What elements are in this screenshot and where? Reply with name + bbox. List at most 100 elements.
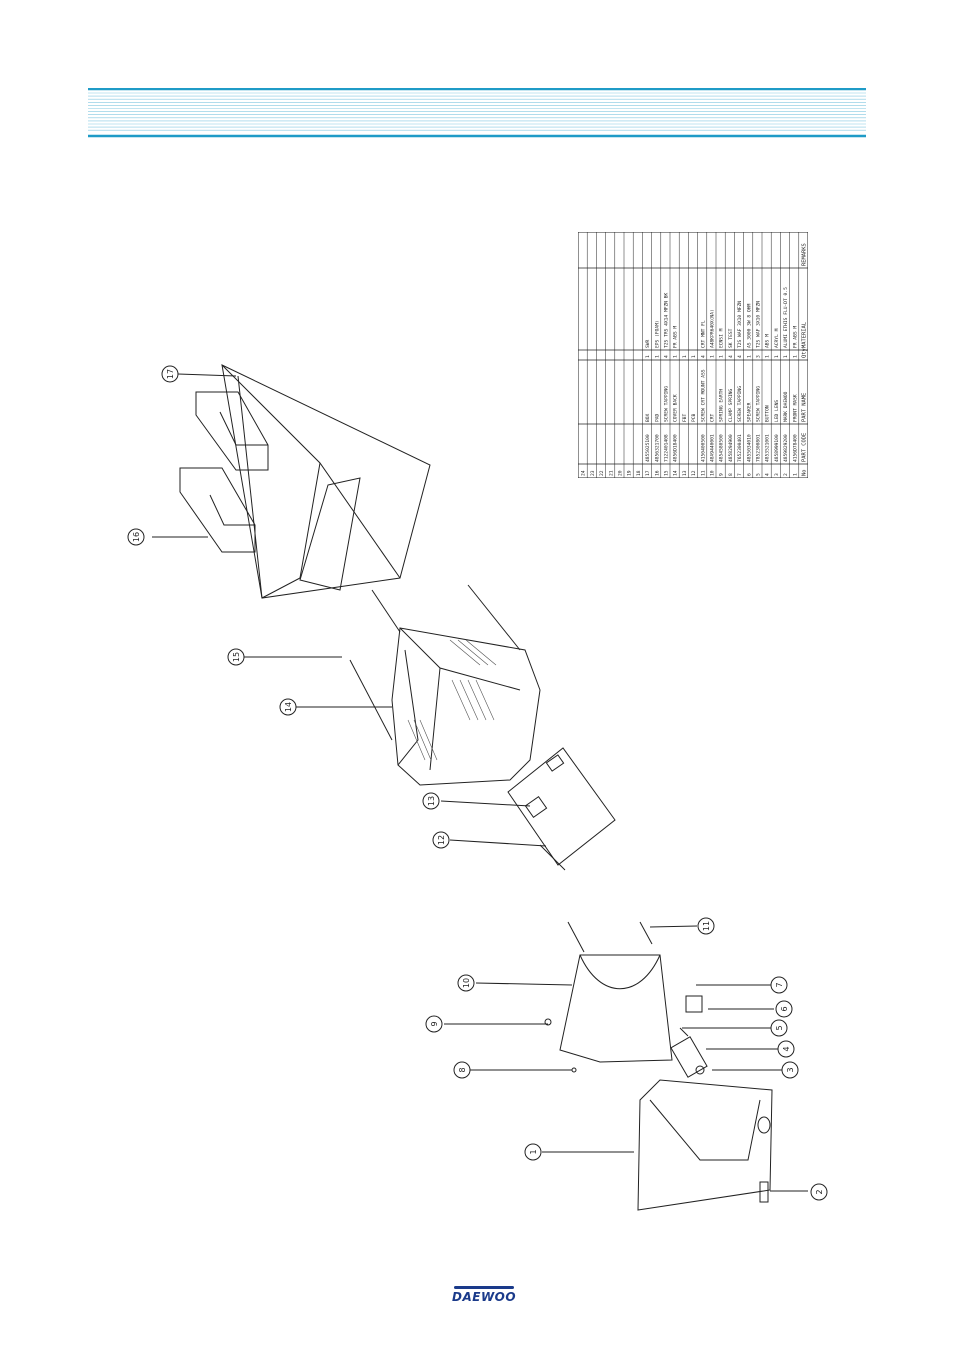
callout-circle	[697, 917, 715, 935]
table-cell: 1	[654, 355, 660, 358]
callout-1: 1	[524, 1143, 542, 1161]
callout-number: 17	[166, 369, 175, 379]
screw-line	[371, 589, 401, 633]
callout-4: 4	[777, 1040, 795, 1058]
table-cell: 4	[765, 473, 771, 476]
screw-line	[349, 659, 393, 741]
callout-14: 14	[279, 698, 297, 716]
callout-circle	[161, 365, 179, 383]
table-cell: 1	[710, 355, 716, 358]
callout-number: 14	[284, 702, 293, 712]
cover-back	[391, 627, 541, 786]
callout-circle	[279, 698, 297, 716]
callout-8: 8	[453, 1061, 471, 1079]
table-cell: SCREW TAPPING	[756, 386, 762, 422]
callout-circle	[422, 792, 440, 810]
callout-number: 11	[702, 921, 711, 931]
callout-number: 4	[782, 1046, 791, 1051]
callout-12: 12	[432, 831, 450, 849]
callout-number: 6	[780, 1006, 789, 1011]
table-cell: 4858999100	[774, 434, 780, 462]
table-cell: SWR	[645, 339, 651, 348]
table-cell: 4853521001	[765, 434, 771, 462]
callout-3: 3	[781, 1061, 799, 1079]
header-band	[88, 88, 866, 138]
table-cell: 1	[682, 355, 688, 358]
callout-circle	[770, 976, 788, 994]
table-cell: 4156D78400	[792, 434, 798, 462]
pad-foam	[179, 391, 269, 553]
callout-circle	[227, 648, 245, 666]
callout-circle	[453, 1061, 471, 1079]
table-cell: 4858294900	[728, 434, 734, 462]
table-header-cell: REMARKS	[802, 243, 808, 266]
table-cell: 1	[673, 355, 679, 358]
table-cell: 12	[691, 470, 697, 476]
table-cell: A48KPR640X(NA)	[710, 309, 716, 348]
table-cell: T2S WAF 3X10 MFZN	[737, 301, 743, 348]
screw-crt-mount	[639, 921, 653, 945]
table-cell: SPRING EARTH	[719, 389, 725, 422]
callout-number: 16	[132, 532, 141, 542]
table-cell: BUTTON	[765, 405, 771, 422]
table-cell: 7652300401	[737, 434, 743, 462]
table-cell: 23	[590, 470, 596, 476]
table-cell: SCREW TAPPING	[737, 386, 743, 422]
table-cell: 19	[627, 470, 633, 476]
screw-line	[467, 584, 521, 651]
callout-7: 7	[770, 976, 788, 994]
callout-number: 10	[462, 978, 471, 988]
table-cell: 5	[756, 473, 762, 476]
table-cell: BOX	[645, 413, 651, 422]
table-cell: FBT	[682, 413, 688, 422]
callout-15: 15	[227, 648, 245, 666]
table-cell: 11	[700, 470, 706, 476]
table-cell: 4	[737, 355, 743, 358]
table-cell: 1	[645, 355, 651, 358]
button	[670, 1036, 708, 1078]
speaker	[685, 995, 703, 1013]
callout-number: 7	[775, 982, 784, 987]
pcb-board	[507, 747, 616, 871]
table-cell: 24	[581, 470, 587, 476]
callout-11: 11	[697, 917, 715, 935]
table-cell: 1	[774, 355, 780, 358]
table-cell: 10	[710, 470, 716, 476]
table-cell: 15	[664, 470, 670, 476]
callout-circle	[770, 1019, 788, 1037]
table-cell: 3	[774, 473, 780, 476]
table-cell: SK TEST	[728, 328, 734, 348]
logo-text: DAEWOO	[452, 1290, 517, 1304]
callout-circle	[432, 831, 450, 849]
table-cell: 6	[746, 473, 752, 476]
callout-6: 6	[775, 1000, 793, 1018]
led-lens	[695, 1065, 705, 1075]
table-frame	[578, 232, 808, 478]
table-cell: ABS M	[765, 334, 771, 348]
table-cell: 4	[700, 355, 706, 358]
table-cell: 1	[792, 355, 798, 358]
callout-circle	[781, 1061, 799, 1079]
table-cell: FR ABS M	[673, 326, 679, 348]
callout-circle	[777, 1040, 795, 1058]
table-header-cell: PART NAME	[802, 393, 808, 422]
table-cell: 16	[654, 470, 660, 476]
callout-circle	[524, 1143, 542, 1161]
crt-tube	[559, 954, 673, 1063]
callout-10: 10	[457, 974, 475, 992]
table-cell: 18	[636, 470, 642, 476]
table-cell: EPS (FOAM)	[654, 320, 660, 348]
callout-number: 12	[437, 835, 446, 845]
table-cell: 48A9440001	[710, 434, 716, 462]
table-cell: SPEAKER	[746, 402, 752, 422]
table-cell: 4855025100	[645, 434, 651, 462]
daewoo-logo: DAEWOO	[452, 1286, 518, 1306]
callout-number: 3	[786, 1067, 795, 1072]
callout-circle	[127, 528, 145, 546]
table-cell: 7	[737, 473, 743, 476]
callout-number: 8	[458, 1067, 467, 1072]
table-cell: T2S WAF 3X10 MFZN	[756, 301, 762, 348]
table-cell: CRT MNT FL	[700, 320, 706, 348]
callout-circle	[425, 1015, 443, 1033]
